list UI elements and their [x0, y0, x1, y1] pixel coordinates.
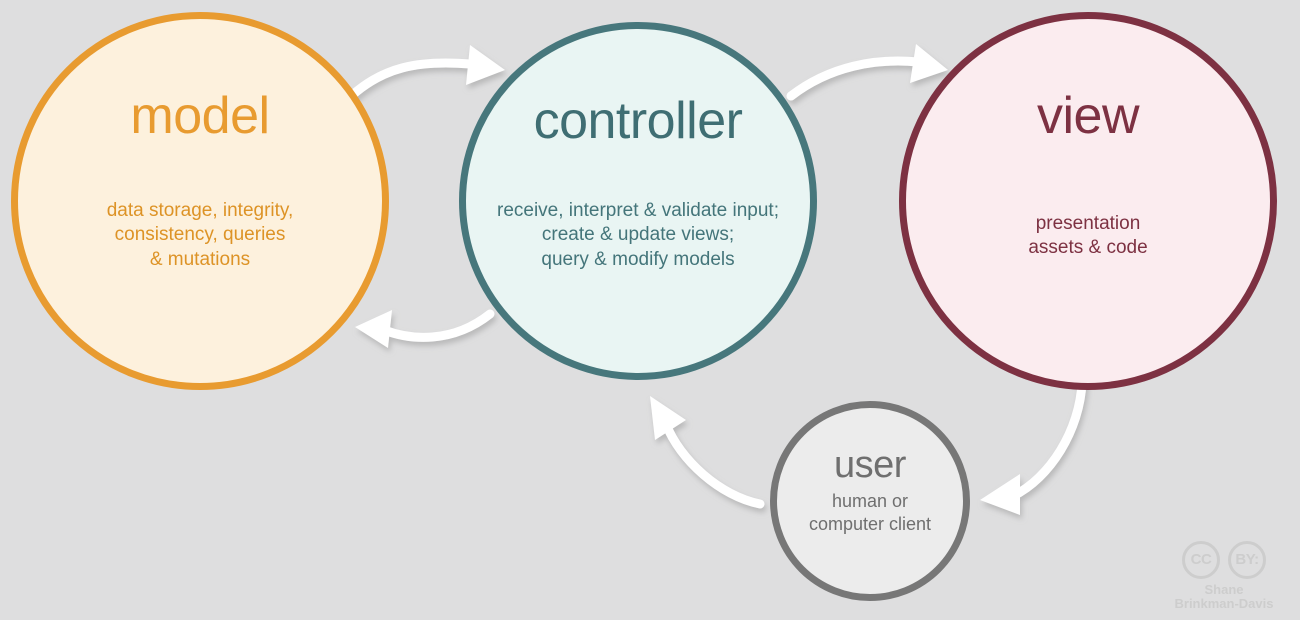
- arrow-model-to-controller: [342, 45, 505, 105]
- arrow-user-to-controller: [650, 396, 765, 509]
- attribution-badge: CC BY: Shane Brinkman-Davis: [1158, 540, 1290, 612]
- attribution-author-line2: Brinkman-Davis: [1174, 596, 1274, 612]
- node-view-title: view: [1036, 87, 1140, 145]
- arrow-controller-to-model: [355, 309, 495, 348]
- arrow-controller-to-view: [786, 44, 948, 101]
- node-user[interactable]: user human or computer client: [770, 401, 970, 601]
- node-view-description: presentation assets & code: [1028, 213, 1148, 259]
- node-controller[interactable]: controller receive, interpret & validate…: [459, 22, 817, 380]
- node-view[interactable]: view presentation assets & code: [899, 12, 1277, 390]
- creative-commons-icon: CC: [1182, 540, 1220, 579]
- node-user-description: human or computer client: [808, 491, 932, 535]
- attribution-author-line1: Shane: [1204, 581, 1244, 597]
- node-user-title: user: [834, 444, 906, 486]
- attribution-by-icon: BY:: [1228, 540, 1266, 579]
- node-model[interactable]: model data storage, integrity, consisten…: [11, 12, 389, 390]
- node-controller-title: controller: [533, 92, 743, 150]
- attribution-author: Shane Brinkman-Davis: [1174, 581, 1274, 612]
- node-model-description: data storage, integrity, consistency, qu…: [106, 200, 294, 270]
- node-controller-description: receive, interpret & validate input; cre…: [497, 200, 779, 270]
- creative-commons-marks: CC BY:: [1182, 540, 1266, 579]
- arrow-view-to-user: [980, 377, 1087, 515]
- node-model-title: model: [130, 87, 270, 145]
